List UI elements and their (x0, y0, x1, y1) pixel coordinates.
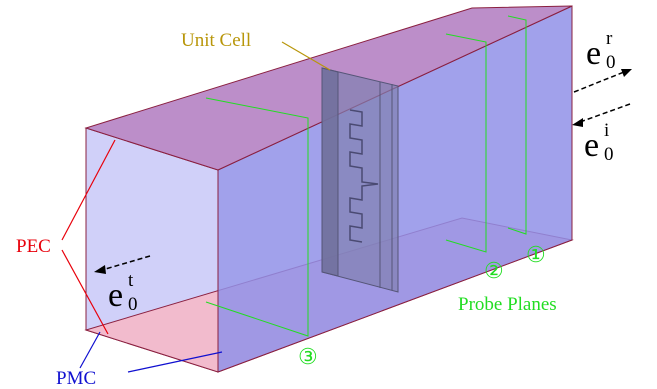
wave-transmitted-sub: 0 (128, 294, 138, 315)
arrow-transmitted-icon (94, 265, 106, 274)
probe-1-label: ① (526, 242, 546, 267)
wave-transmitted-sup: t (128, 270, 134, 291)
pec-leader-bottom (61, 249, 109, 335)
probe-2-label: ② (484, 258, 504, 283)
wave-reflected: e r 0 (573, 28, 632, 93)
unit-cell-slab (321, 67, 399, 293)
probe-planes (205, 15, 527, 337)
unit-cell-label: Unit Cell (181, 30, 251, 51)
probe-plane-1 (507, 15, 527, 235)
arrow-reflected-icon (621, 69, 632, 77)
probe-plane-3 (205, 97, 309, 337)
wave-transmitted: e t 0 (94, 255, 151, 315)
arrow-incident-icon (572, 118, 583, 127)
probe-3-label: ③ (298, 344, 318, 369)
pmc-label: PMC (56, 368, 96, 389)
wave-reflected-base: e (586, 35, 601, 72)
wave-transmitted-base: e (108, 277, 123, 314)
unit-cell-leader (281, 41, 331, 71)
unit-cell-pattern (349, 109, 379, 243)
svg-text:e: e (584, 127, 599, 164)
svg-text:e: e (108, 277, 123, 314)
wave-reflected-sub: 0 (606, 52, 616, 73)
pmc-leader-left (79, 331, 101, 369)
wave-incident: e i 0 (572, 103, 631, 165)
wave-incident-sub: 0 (604, 144, 614, 165)
wave-incident-base: e (584, 127, 599, 164)
pmc-leader-right (127, 351, 223, 373)
svg-text:e: e (586, 35, 601, 72)
wave-incident-sup: i (604, 120, 609, 141)
wave-reflected-sup: r (606, 28, 613, 49)
probe-planes-label: Probe Planes (458, 294, 557, 315)
pec-label: PEC (16, 236, 51, 257)
probe-plane-2 (445, 33, 487, 253)
pec-leader-top (61, 139, 116, 241)
